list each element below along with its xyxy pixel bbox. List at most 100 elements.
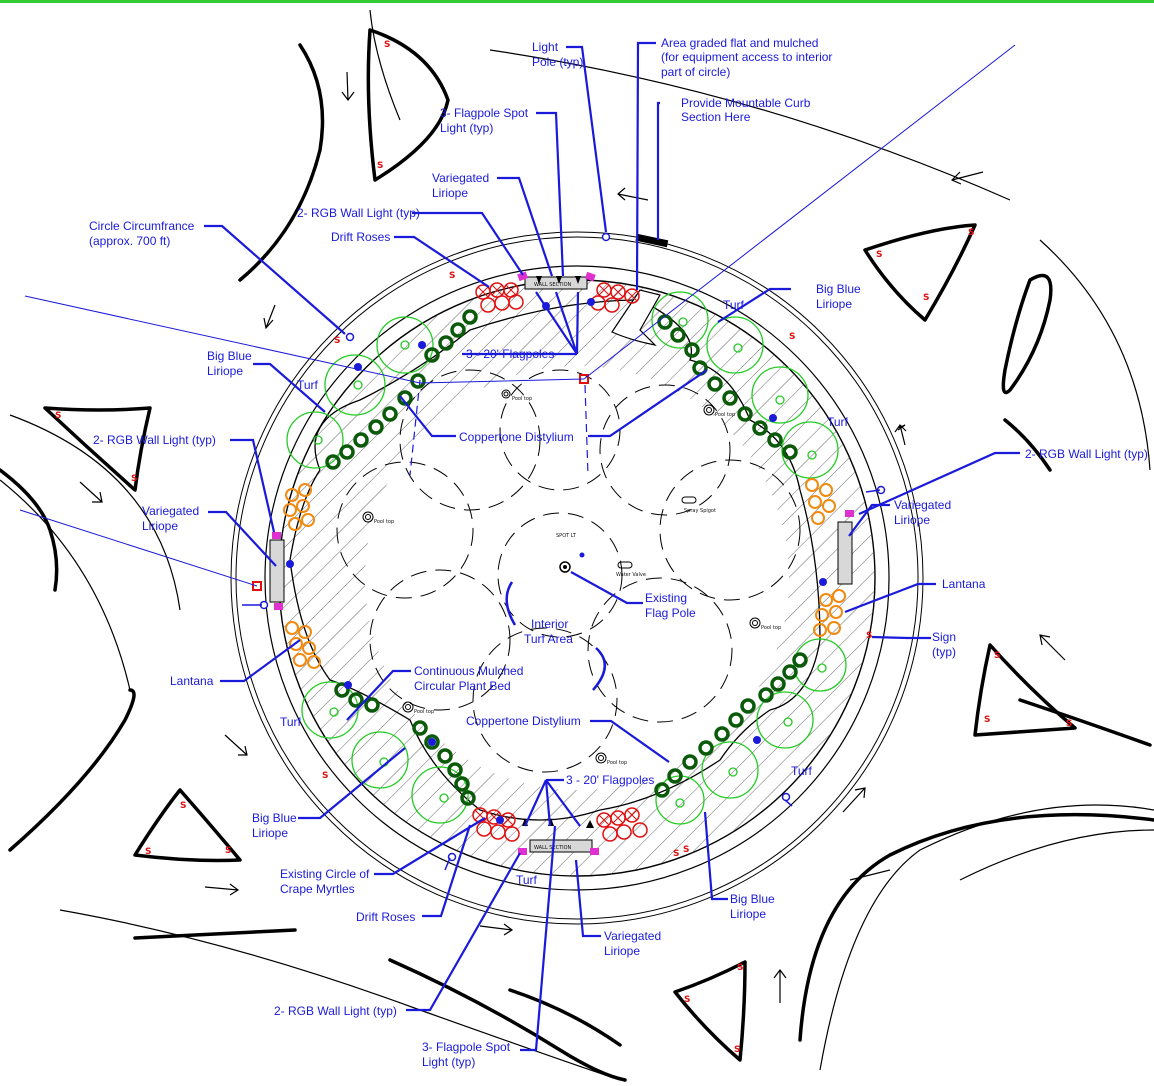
big-blue-liriope-plantings bbox=[286, 291, 847, 825]
wall-section-label-top: WALL SECTION bbox=[534, 282, 572, 288]
turf-labels: Turf Turf Turf Turf Turf Turf bbox=[280, 298, 849, 887]
water-valve-label: Water Valve bbox=[616, 572, 646, 578]
ref-line-left bbox=[19, 509, 258, 587]
svg-text:S: S bbox=[449, 271, 455, 281]
svg-text:S: S bbox=[1066, 719, 1072, 729]
rgb-wall-lights bbox=[272, 271, 854, 855]
label-lantana-left: Lantana bbox=[170, 674, 214, 688]
svg-text:S: S bbox=[994, 651, 1000, 661]
svg-text:S: S bbox=[334, 336, 340, 346]
turf-label: Turf bbox=[723, 298, 745, 312]
pool-top-label-4: Pool top bbox=[761, 625, 781, 631]
label-area-graded: Area graded flat and mulched(for equipme… bbox=[661, 36, 832, 79]
label-lantana-right: Lantana bbox=[942, 577, 986, 591]
spot-lt-label: SPOT LT bbox=[556, 533, 577, 539]
light-fixtures bbox=[242, 232, 886, 871]
svg-text:S: S bbox=[866, 631, 872, 641]
pool-top-label-3: Pool top bbox=[715, 412, 735, 418]
pool-top-label-2: Pool top bbox=[374, 519, 394, 525]
pool-top-label-5: Pool top bbox=[414, 709, 434, 715]
flagpole-symbols bbox=[522, 276, 594, 828]
existing-flag-pole-symbol bbox=[559, 561, 571, 573]
spray-spigot-label: Spray Spigot bbox=[684, 508, 716, 514]
svg-text:S: S bbox=[734, 1045, 740, 1055]
pool-top-label-6: Pool top bbox=[607, 760, 627, 766]
turf-label: Turf bbox=[280, 715, 302, 729]
label-flagpoles-top: 3 - 20' Flagpoles bbox=[466, 347, 554, 361]
svg-text:S: S bbox=[984, 715, 990, 725]
svg-text:S: S bbox=[377, 161, 383, 171]
mulched-plant-bed bbox=[278, 280, 875, 877]
light-pole-marker-left bbox=[252, 581, 262, 591]
lantana-plantings bbox=[283, 478, 846, 669]
svg-text:S: S bbox=[789, 332, 795, 342]
label-drift-roses-top: Drift Roses bbox=[331, 230, 390, 244]
interior-arc-2 bbox=[592, 647, 606, 691]
turf-label: Turf bbox=[297, 378, 319, 392]
svg-text:S: S bbox=[225, 846, 231, 856]
interior-arc-1 bbox=[505, 581, 517, 626]
svg-text:S: S bbox=[737, 963, 743, 973]
turf-label: Turf bbox=[791, 764, 813, 778]
ref-line-diagonal bbox=[583, 44, 1016, 380]
turf-label: Turf bbox=[827, 415, 849, 429]
sign-symbols: S S S S S S S S S S S S S S S S S S S S … bbox=[55, 40, 1072, 1055]
ref-line-left-top bbox=[24, 295, 585, 384]
svg-text:S: S bbox=[673, 849, 679, 859]
uplight-dots bbox=[286, 298, 827, 824]
leader-lines bbox=[204, 41, 1020, 1052]
svg-text:S: S bbox=[131, 474, 137, 484]
label-sign: Sign(typ) bbox=[932, 630, 956, 659]
svg-text:S: S bbox=[180, 801, 186, 811]
existing-flag-pole-center bbox=[563, 565, 567, 569]
label-rgb-wall-right: 2- RGB Wall Light (typ) bbox=[1025, 447, 1148, 461]
svg-text:S: S bbox=[876, 250, 882, 260]
interior-fixtures bbox=[362, 389, 761, 764]
pool-top-label-1: Pool top bbox=[512, 396, 532, 402]
svg-text:S: S bbox=[923, 293, 929, 303]
road-curbs bbox=[0, 43, 1154, 1082]
svg-text:S: S bbox=[968, 228, 974, 238]
coppertone-distylium-plantings bbox=[325, 309, 808, 806]
label-coppertone-bottom: Coppertone Distylium bbox=[466, 714, 581, 728]
road-linework bbox=[0, 9, 1154, 1081]
top-border-bar bbox=[0, 0, 1154, 3]
traffic-arrows bbox=[79, 71, 1066, 1003]
label-rgb-wall-top: 2- RGB Wall Light (typ) bbox=[297, 206, 420, 220]
svg-text:S: S bbox=[55, 411, 61, 421]
label-flagpoles-bottom: 3 - 20' Flagpoles bbox=[566, 773, 654, 787]
svg-text:S: S bbox=[384, 40, 390, 50]
blue-dashed-line-b bbox=[584, 384, 589, 476]
label-coppertone-top: Coppertone Distylium bbox=[459, 430, 574, 444]
label-rgb-wall-bottom: 2- RGB Wall Light (typ) bbox=[274, 1004, 397, 1018]
svg-text:S: S bbox=[683, 845, 689, 855]
svg-text:S: S bbox=[145, 847, 151, 857]
svg-text:S: S bbox=[322, 771, 328, 781]
svg-text:S: S bbox=[684, 995, 690, 1005]
blue-dashed-line-a bbox=[409, 379, 421, 476]
label-rgb-wall-left: 2- RGB Wall Light (typ) bbox=[93, 433, 216, 447]
label-drift-roses-bottom: Drift Roses bbox=[356, 910, 415, 924]
label-circle-circumference: Circle Circumfrance(approx. 700 ft) bbox=[89, 219, 195, 248]
access-notch bbox=[611, 289, 661, 346]
turf-label: Turf bbox=[516, 873, 538, 887]
mountable-curb-section bbox=[635, 233, 669, 248]
